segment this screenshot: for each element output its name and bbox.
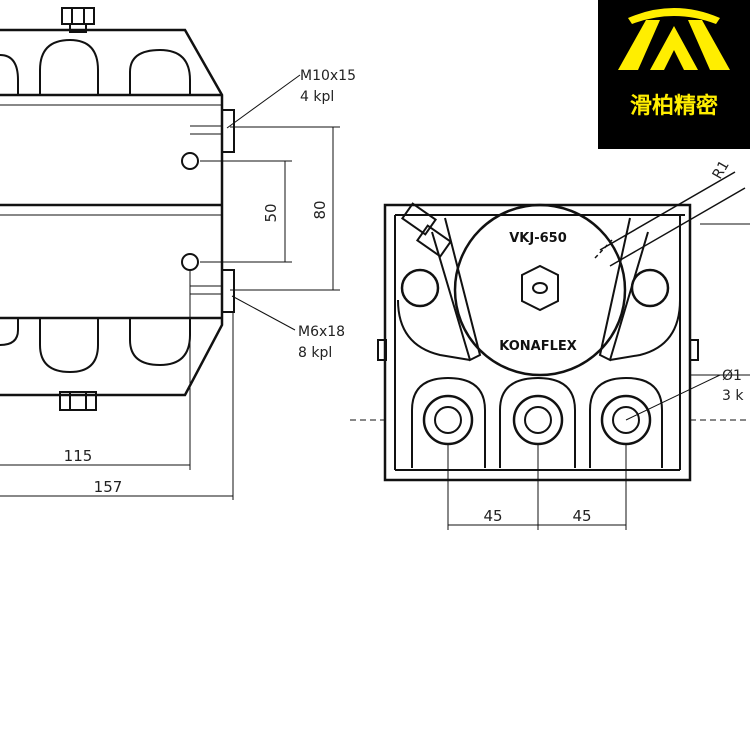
left-pocket	[39, 38, 99, 95]
right-view	[350, 171, 750, 530]
thread-top-qty: 4 kpl	[300, 89, 334, 105]
dim-45-right-label: 45	[572, 507, 591, 525]
side-circle-right	[630, 268, 670, 308]
left-body-outline	[0, 28, 224, 397]
left-pocket	[39, 318, 99, 374]
left-pocket	[129, 48, 191, 95]
dim-115-label: 115	[64, 447, 93, 465]
left-wing	[397, 299, 471, 361]
left-hole-lower	[181, 253, 199, 271]
left-guide	[431, 217, 482, 362]
left-pocket	[0, 54, 19, 95]
center-bolt	[532, 282, 548, 294]
thread-bottom-label: M6x18	[298, 324, 345, 340]
thread-bottom-qty: 8 kpl	[298, 345, 332, 361]
hole-qty-label: 3 k	[722, 388, 744, 404]
right-wing	[609, 299, 681, 361]
bottom-holes	[411, 376, 663, 468]
right-labels: VKJ-650 KONAFLEX R1 Ø1 3 k 45 45	[483, 158, 744, 525]
left-view	[0, 7, 340, 500]
left-side-tab	[221, 109, 235, 153]
right-guide	[598, 217, 649, 362]
left-side-tab	[221, 269, 235, 313]
thread-top-label: M10x15	[300, 68, 356, 84]
left-pocket	[129, 318, 191, 367]
left-pocket	[0, 318, 19, 346]
left-hole-upper	[181, 152, 199, 170]
main-disc	[453, 203, 627, 377]
dim-157-label: 157	[94, 478, 123, 496]
brand-logo: 滑柏精密	[598, 0, 750, 149]
radius-leader	[599, 171, 746, 267]
logo-mark-icon	[618, 8, 730, 70]
hole-dia-label: Ø1	[722, 368, 742, 384]
right-housing	[383, 203, 692, 482]
top-nut	[61, 7, 95, 25]
center-hex-nut	[521, 264, 559, 312]
bottom-nut	[59, 391, 97, 411]
fitting	[415, 224, 453, 258]
side-circle-left	[400, 268, 440, 308]
brand-label: KONAFLEX	[499, 339, 577, 354]
top-stud	[69, 23, 87, 33]
left-labels: M10x15 4 kpl M6x18 8 kpl 50 80 115 157	[64, 68, 356, 496]
radius-label: R1	[710, 158, 733, 182]
dim-50-label: 50	[262, 203, 280, 222]
logo-text: 滑柏精密	[629, 94, 718, 119]
dim-80-label: 80	[311, 200, 329, 219]
dim-45-left-label: 45	[483, 507, 502, 525]
right-side-tab	[689, 339, 699, 361]
model-label: VKJ-650	[509, 231, 567, 246]
fitting	[400, 202, 438, 236]
right-side-tab	[377, 339, 387, 361]
